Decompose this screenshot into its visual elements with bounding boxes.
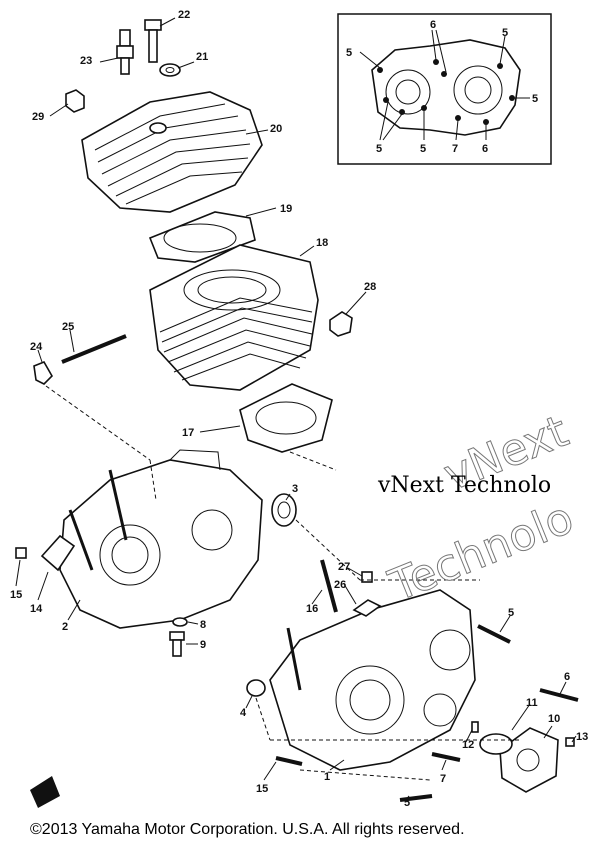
drain-washer [172,617,188,627]
callout-13: 13 [576,731,588,743]
inset-crankcase-view [337,13,552,165]
bolt-7 [431,752,461,762]
cap [329,311,353,337]
callout-1: 1 [324,771,330,783]
head-gasket [148,211,256,263]
callout-16: 16 [306,603,318,615]
callout-26: 26 [334,579,346,591]
callout-labels: 22 23 21 29 20 19 18 28 17 25 24 3 2 14 … [10,9,588,809]
assembly-lines [45,385,520,781]
stamp-icon [30,776,60,808]
callout-11: 11 [526,697,538,709]
bolt-5-upper [477,624,511,644]
callout-inset-6-b: 6 [482,143,488,155]
washer [159,63,181,77]
callout-inset-7: 7 [452,143,458,155]
oil-seal [271,493,297,527]
base-gasket [239,383,333,453]
callout-21: 21 [196,51,208,63]
cover [499,727,559,793]
bracket [40,534,76,572]
callout-8: 8 [200,619,206,631]
screw-left [15,547,27,559]
callout-2: 2 [62,621,68,633]
screw-13 [565,737,575,747]
o-ring [479,733,513,755]
callout-24: 24 [30,341,43,353]
screw-27 [361,571,373,583]
crankcase-right [269,589,476,771]
callout-10: 10 [548,713,560,725]
spark-plug [116,29,134,75]
callout-4: 4 [240,707,247,719]
stud-bolt [61,334,127,364]
watermark: vNext Technolo vNext Technolo [377,405,581,612]
callout-20: 20 [270,123,282,135]
plug-cap [246,679,266,697]
callout-6: 6 [564,671,570,683]
callout-inset-5-d: 5 [376,143,382,155]
callout-3: 3 [292,483,298,495]
callout-inset-5-c: 5 [532,93,538,105]
copyright-text: ©2013 Yamaha Motor Corporation. U.S.A. A… [30,821,465,838]
callout-9: 9 [200,639,206,651]
callout-5-lower: 5 [404,797,410,809]
stud-right [320,559,338,613]
drain-plug [169,631,185,657]
leader-lines [15,17,577,801]
callout-18: 18 [316,237,328,249]
callout-inset-5-b: 5 [502,27,508,39]
callout-28: 28 [364,281,376,293]
callout-23: 23 [80,55,92,67]
callout-27: 27 [338,561,350,573]
callout-19: 19 [280,203,292,215]
callout-22: 22 [178,9,190,21]
callout-29: 29 [32,111,44,123]
head-bolt [144,19,162,63]
watermark-text-outline-2: Technolo [382,492,581,612]
callout-25: 25 [62,321,74,333]
cylinder-head [81,91,263,213]
cylinder [149,244,319,391]
callout-7: 7 [440,773,446,785]
callout-12: 12 [462,739,474,751]
callout-14: 14 [30,603,43,615]
watermark-text: vNext Technolo [377,473,551,498]
crankcase-left [59,449,263,629]
nipple-fitting [33,360,53,385]
callout-15-lower: 15 [256,783,268,795]
callout-inset-5-a: 5 [346,47,352,59]
callout-inset-6-a: 6 [430,19,436,31]
bolt-15-lower [275,756,303,766]
callout-5-upper: 5 [508,607,514,619]
bolt-6 [539,688,579,702]
callout-inset-5-e: 5 [420,143,426,155]
dowel-pin [471,721,479,733]
callout-17: 17 [182,427,194,439]
bolt-5-lower [399,794,433,802]
nut [65,89,85,113]
callout-15-left: 15 [10,589,22,601]
clip [352,599,382,617]
